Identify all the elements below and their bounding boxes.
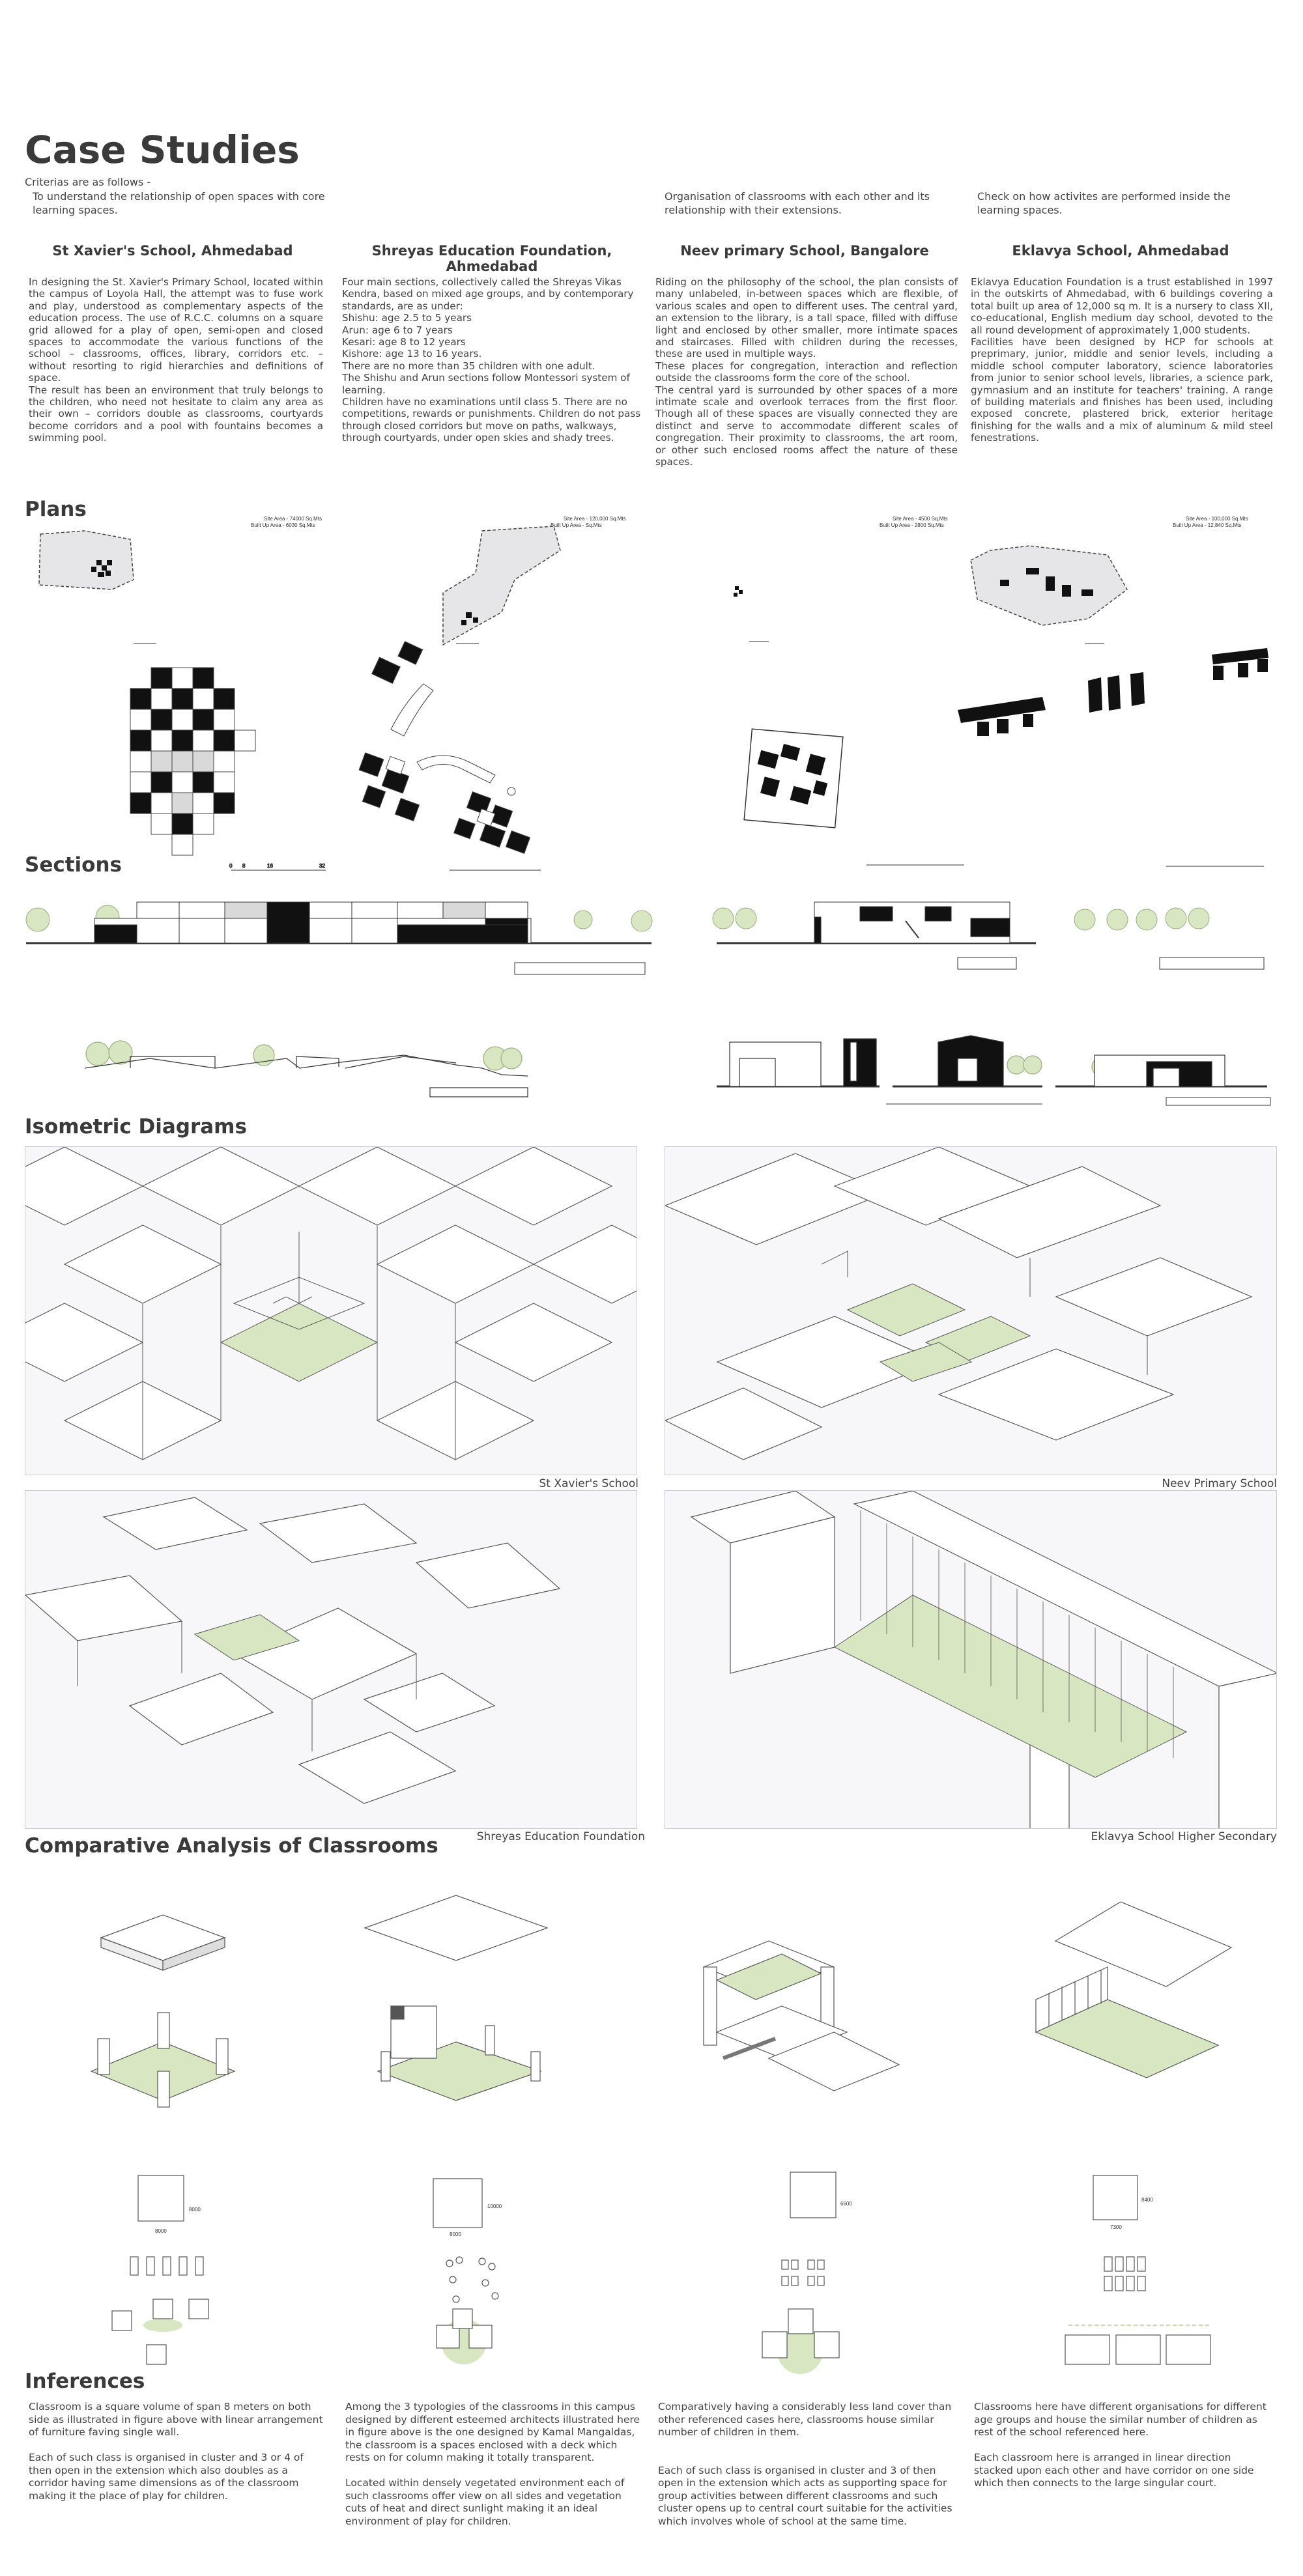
plan-shreyas	[358, 641, 531, 854]
section-neev	[712, 901, 1265, 970]
sections-drawing: 0 8 16 32	[0, 847, 1303, 1116]
iso-caption-xavier: St Xavier's School	[539, 1477, 638, 1490]
plans-drawing: Site Area - 74000 Sq.Mts Built Up Area -…	[0, 515, 1303, 882]
inference-shreyas: Among the 3 typologies of the classrooms…	[345, 2401, 640, 2527]
plans-heading: Plans	[25, 498, 87, 521]
site-outline-xavier	[38, 530, 134, 590]
plan-built-area-1: Built Up Area - 6030 Sq.Mts	[251, 522, 315, 528]
section-xavier	[25, 901, 653, 975]
dim-shreyas-h: 10000	[487, 2203, 502, 2209]
plan-site-area-3: Site Area - 4500 Sq.Mts	[893, 516, 948, 522]
plan-built-area-4: Built Up Area - 12,840 Sq.Mts	[1173, 522, 1241, 528]
case-body-neev: Riding on the philosophy of the school, …	[655, 276, 958, 468]
criterion-2: Organisation of classrooms with each oth…	[665, 190, 930, 216]
plan-neev	[743, 728, 844, 828]
criteria-heading: Criterias are as follows -	[25, 176, 151, 188]
iso-caption-shreyas: Shreyas Education Foundation	[476, 1830, 645, 1843]
plan-xavier	[130, 667, 256, 856]
classroom-eklavya: 8400 7300	[1035, 1901, 1233, 2365]
section-shreyas	[84, 1040, 528, 1097]
iso-panel-neev	[665, 1146, 1277, 1475]
site-outline-shreyas	[442, 526, 561, 646]
page-title: Case Studies	[25, 128, 300, 172]
dim-xavier-h: 8000	[189, 2207, 201, 2213]
dim-xavier-w: 8000	[155, 2228, 167, 2234]
isometric-heading: Isometric Diagrams	[25, 1115, 247, 1139]
plan-built-area-3: Built Up Area - 2800 Sq.Mts	[880, 522, 944, 528]
plan-built-area-2: Built Up Area - Sq.Mts	[551, 522, 602, 528]
case-title-eklavya: Eklavya School, Ahmedabad	[1012, 243, 1229, 259]
section-eklavya	[717, 1035, 1271, 1106]
iso-caption-eklavya: Eklavya School Higher Secondary	[1091, 1830, 1277, 1843]
classroom-shreyas: 10000 8000	[364, 1895, 549, 2364]
classroom-comparison-drawing: 8000 8000 10000 8000 6600	[0, 1876, 1303, 2393]
dim-eklavya-h: 8400	[1141, 2197, 1153, 2203]
dim-neev-h: 6600	[840, 2201, 852, 2207]
case-title-neev: Neev primary School, Bangalore	[680, 243, 929, 259]
scale-label-8: 8	[242, 863, 246, 869]
iso-caption-neev: Neev Primary School	[1162, 1477, 1277, 1490]
scale-label-0: 0	[229, 863, 233, 869]
plan-site-area-2: Site Area - 120,000 Sq.Mts	[564, 516, 626, 522]
plan-site-area-4: Site Area - 100,000 Sq.Mts	[1186, 516, 1248, 522]
comparative-heading: Comparative Analysis of Classrooms	[25, 1834, 438, 1858]
classroom-neev: 6600	[702, 1940, 900, 2374]
criterion-1: To understand the relationship of open s…	[33, 190, 325, 216]
classroom-xavier: 8000 8000	[90, 1914, 236, 2365]
case-title-xavier: St Xavier's School, Ahmedabad	[52, 243, 293, 259]
dim-shreyas-w: 8000	[450, 2231, 461, 2237]
inference-xavier: Classroom is a square volume of span 8 m…	[29, 2401, 323, 2502]
inferences-heading: Inferences	[25, 2370, 145, 2393]
dim-eklavya-w: 7300	[1110, 2224, 1122, 2230]
inference-eklavya: Classrooms here have different organisat…	[974, 2401, 1267, 2489]
sections-heading: Sections	[25, 853, 122, 877]
criterion-3: Check on how activites are performed ins…	[977, 190, 1231, 216]
plan-site-area-1: Site Area - 74000 Sq.Mts	[264, 516, 322, 522]
case-body-shreyas: Four main sections, collectively called …	[342, 276, 641, 444]
case-title-shreyas: Shreyas Education Foundation, Ahmedabad	[371, 243, 612, 274]
iso-panel-eklavya	[665, 1490, 1277, 1829]
scale-label-32: 32	[319, 863, 325, 869]
case-body-eklavya: Eklavya Education Foundation is a trust …	[971, 276, 1273, 444]
plan-eklavya	[958, 648, 1268, 736]
scale-label-16: 16	[267, 863, 273, 869]
case-body-xavier: In designing the St. Xavier's Primary Sc…	[29, 276, 323, 444]
inference-neev: Comparatively having a considerably less…	[658, 2401, 952, 2527]
iso-panel-xavier	[25, 1146, 637, 1475]
iso-panel-shreyas	[25, 1490, 637, 1829]
